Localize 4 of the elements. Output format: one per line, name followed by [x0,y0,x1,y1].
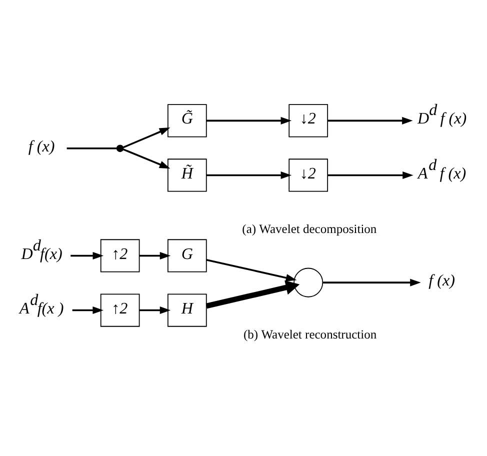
label: (b) Wavelet reconstruction [244,328,377,342]
label: (a) Wavelet decomposition [242,222,377,236]
node-text: f (x) [28,138,55,156]
node-text: f (x) [428,272,455,290]
